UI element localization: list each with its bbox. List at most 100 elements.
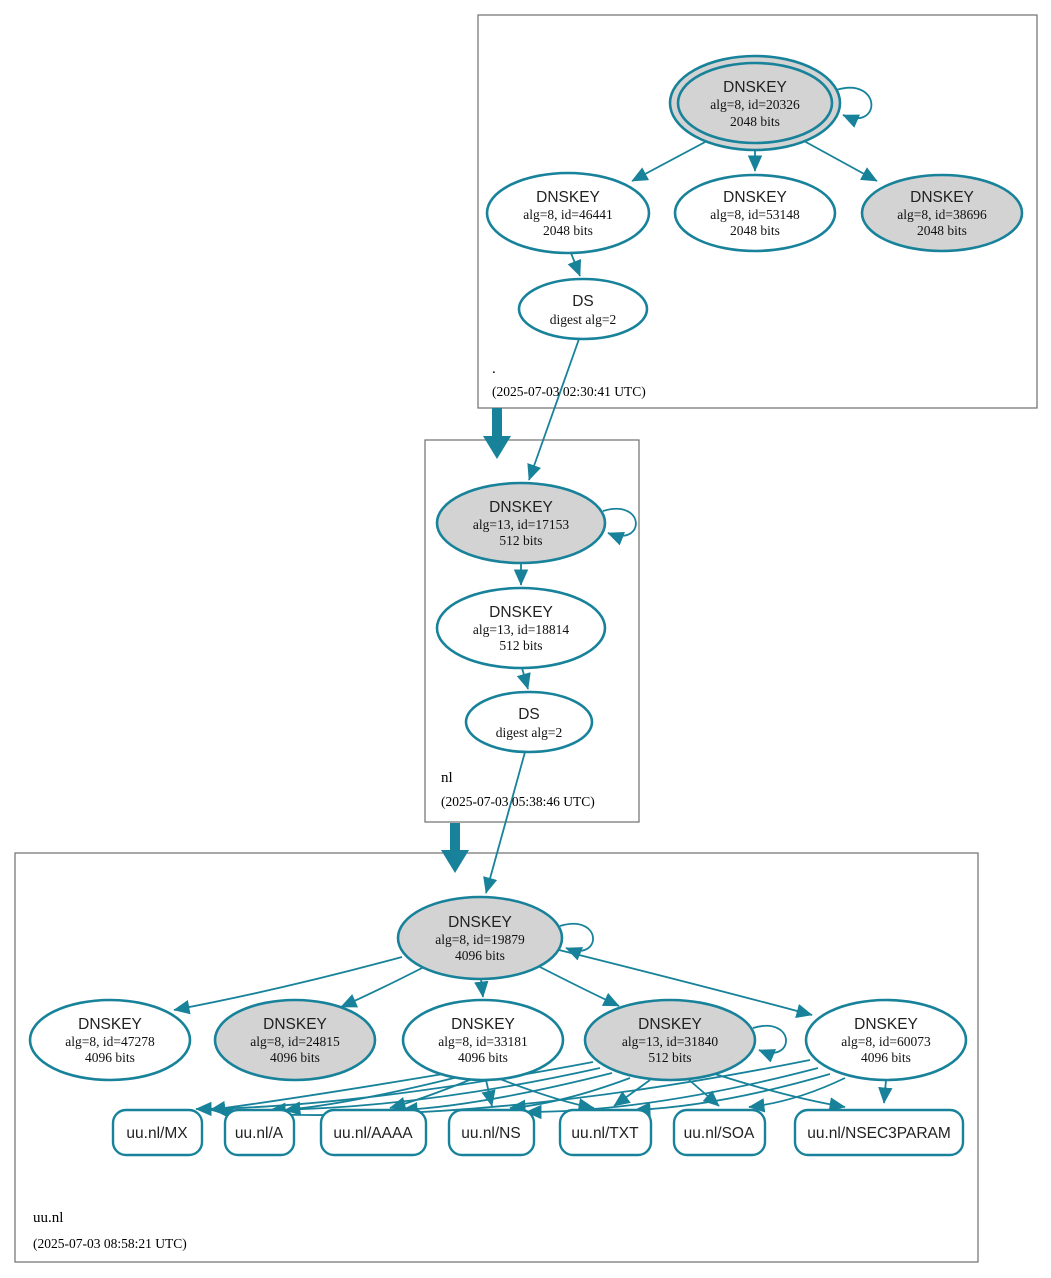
node-dnskey-31840[interactable]: DNSKEY alg=13, id=31840 512 bits: [583, 998, 757, 1082]
edge-ksk19879-to-key47278: [173, 956, 403, 1015]
zone-name-nl: nl: [441, 770, 453, 786]
zone-timestamp-root: (2025-07-03 02:30:41 UTC): [492, 384, 646, 399]
delegation-arrow-root-to-nl: [483, 408, 511, 459]
node-rrset-nsec3param[interactable]: uu.nl/NSEC3PARAM: [793, 1108, 965, 1157]
node-bits: 4096 bits: [85, 1050, 135, 1065]
edge-key33181-to-txt: [499, 1078, 595, 1113]
node-title: DNSKEY: [489, 604, 553, 621]
edge-key31840-selfloop: [752, 1025, 787, 1063]
node-attrs: digest alg=2: [550, 312, 616, 327]
node-dnskey-47278[interactable]: DNSKEY alg=8, id=47278 4096 bits: [28, 998, 192, 1082]
node-attrs: alg=13, id=31840: [622, 1034, 718, 1049]
node-dnskey-19879[interactable]: DNSKEY alg=8, id=19879 4096 bits: [396, 895, 564, 981]
node-rrset-mx[interactable]: uu.nl/MX: [111, 1108, 204, 1157]
rrset-label: uu.nl/A: [235, 1125, 284, 1142]
node-title: DNSKEY: [489, 499, 553, 516]
edge-root-ksk-selfloop: [835, 87, 873, 128]
zone-root: DNSKEY alg=8, id=20326 2048 bits DNSKEY …: [485, 54, 1024, 399]
node-bits: 2048 bits: [730, 114, 780, 129]
node-dnskey-53148[interactable]: DNSKEY alg=8, id=53148 2048 bits: [673, 173, 837, 253]
edge-key60073-to-nsec3param: [878, 1079, 893, 1104]
edge-root-ksk-to-ksk38696: [803, 140, 878, 182]
node-bits: 2048 bits: [543, 223, 593, 238]
node-bits: 4096 bits: [458, 1050, 508, 1065]
edge-key31840-to-a: [269, 1067, 601, 1117]
edge-key60073-to-txt: [634, 1073, 831, 1117]
node-rrset-a[interactable]: uu.nl/A: [223, 1108, 296, 1157]
node-attrs: alg=8, id=38696: [897, 207, 987, 222]
delegation-arrow-nl-to-uunl: [441, 823, 469, 873]
rrset-label: uu.nl/NS: [461, 1125, 520, 1142]
node-dnskey-46441[interactable]: DNSKEY alg=8, id=46441 2048 bits: [485, 171, 651, 255]
rrset-label: uu.nl/MX: [126, 1125, 188, 1142]
node-rrset-ns[interactable]: uu.nl/NS: [447, 1108, 536, 1157]
edge-root-ds-to-nl-ksk: [527, 338, 580, 481]
node-ds-root[interactable]: DS digest alg=2: [517, 277, 649, 341]
node-rrset-txt[interactable]: uu.nl/TXT: [558, 1108, 653, 1157]
edge-ksk19879-to-key31840: [539, 966, 620, 1007]
node-dnskey-18814[interactable]: DNSKEY alg=13, id=18814 512 bits: [435, 586, 607, 670]
node-dnskey-38696[interactable]: DNSKEY alg=8, id=38696 2048 bits: [860, 173, 1024, 253]
edge-key31840-to-ns: [509, 1077, 631, 1114]
node-attrs: alg=8, id=33181: [438, 1034, 527, 1049]
node-title: DNSKEY: [78, 1016, 142, 1033]
edge-key31840-to-nsec3param: [714, 1073, 846, 1112]
zone-timestamp-nl: (2025-07-03 05:38:46 UTC): [441, 794, 595, 809]
node-title: DNSKEY: [723, 189, 787, 206]
zone-timestamp-uunl: (2025-07-03 08:58:21 UTC): [33, 1236, 187, 1251]
node-dnskey-20326[interactable]: DNSKEY alg=8, id=20326 2048 bits: [668, 54, 842, 152]
rrset-label: uu.nl/AAAA: [333, 1125, 413, 1142]
node-attrs: alg=13, id=18814: [473, 622, 569, 637]
edge-ksk19879-to-key24815: [340, 966, 425, 1008]
node-bits: 4096 bits: [270, 1050, 320, 1065]
node-bits: 2048 bits: [730, 223, 780, 238]
node-dnskey-24815[interactable]: DNSKEY alg=8, id=24815 4096 bits: [213, 998, 377, 1082]
edge-zsk46441-to-ds: [567, 252, 582, 277]
edge-key33181-to-ns: [481, 1079, 496, 1107]
node-title: DNSKEY: [910, 189, 974, 206]
node-attrs: alg=8, id=20326: [710, 97, 800, 112]
node-attrs: alg=8, id=60073: [841, 1034, 931, 1049]
node-title: DNSKEY: [451, 1016, 515, 1033]
edge-ksk19879-to-key33181: [474, 978, 489, 998]
node-bits: 512 bits: [499, 533, 542, 548]
node-dnskey-33181[interactable]: DNSKEY alg=8, id=33181 4096 bits: [401, 998, 565, 1082]
edges-root-zone: [483, 87, 878, 481]
node-title: DNSKEY: [854, 1016, 918, 1033]
rrset-label: uu.nl/TXT: [571, 1125, 639, 1142]
edge-nl-zsk-to-ds: [516, 667, 531, 690]
rrset-label: uu.nl/SOA: [684, 1125, 755, 1142]
edge-nl-ksk-selfloop: [602, 508, 637, 546]
edge-key31840-to-aaaa: [401, 1072, 613, 1117]
edge-key33181-to-aaaa: [389, 1078, 473, 1111]
node-bits: 2048 bits: [917, 223, 967, 238]
node-dnskey-17153[interactable]: DNSKEY alg=13, id=17153 512 bits: [435, 481, 607, 565]
edges-nl-zone: [441, 508, 637, 894]
edge-key31840-to-txt: [613, 1079, 651, 1107]
node-bits: 4096 bits: [455, 948, 505, 963]
node-title: DNSKEY: [723, 79, 787, 96]
node-bits: 512 bits: [648, 1050, 691, 1065]
node-dnskey-60073[interactable]: DNSKEY alg=8, id=60073 4096 bits: [804, 998, 968, 1082]
zone-nl: DNSKEY alg=13, id=17153 512 bits DNSKEY …: [435, 481, 607, 809]
node-title: DNSKEY: [448, 914, 512, 931]
node-attrs: alg=8, id=47278: [65, 1034, 155, 1049]
edge-uunl-ksk-selfloop: [559, 923, 594, 961]
node-rrset-soa[interactable]: uu.nl/SOA: [672, 1108, 767, 1157]
node-bits: 4096 bits: [861, 1050, 911, 1065]
node-title: DNSKEY: [638, 1016, 702, 1033]
node-attrs: alg=8, id=24815: [250, 1034, 340, 1049]
edge-ksk19879-to-key60073: [558, 949, 813, 1018]
node-title: DNSKEY: [263, 1016, 327, 1033]
node-attrs: alg=8, id=53148: [710, 207, 800, 222]
node-rrset-aaaa[interactable]: uu.nl/AAAA: [319, 1108, 428, 1157]
edge-nl-ds-to-uunl-ksk: [483, 751, 526, 894]
node-title: DNSKEY: [536, 189, 600, 206]
node-attrs: digest alg=2: [496, 725, 562, 740]
rrset-label: uu.nl/NSEC3PARAM: [807, 1125, 951, 1142]
node-ds-nl[interactable]: DS digest alg=2: [464, 690, 594, 754]
node-attrs: alg=8, id=19879: [435, 932, 525, 947]
node-title: DS: [572, 293, 594, 310]
node-bits: 512 bits: [499, 638, 542, 653]
node-title: DS: [518, 706, 540, 723]
